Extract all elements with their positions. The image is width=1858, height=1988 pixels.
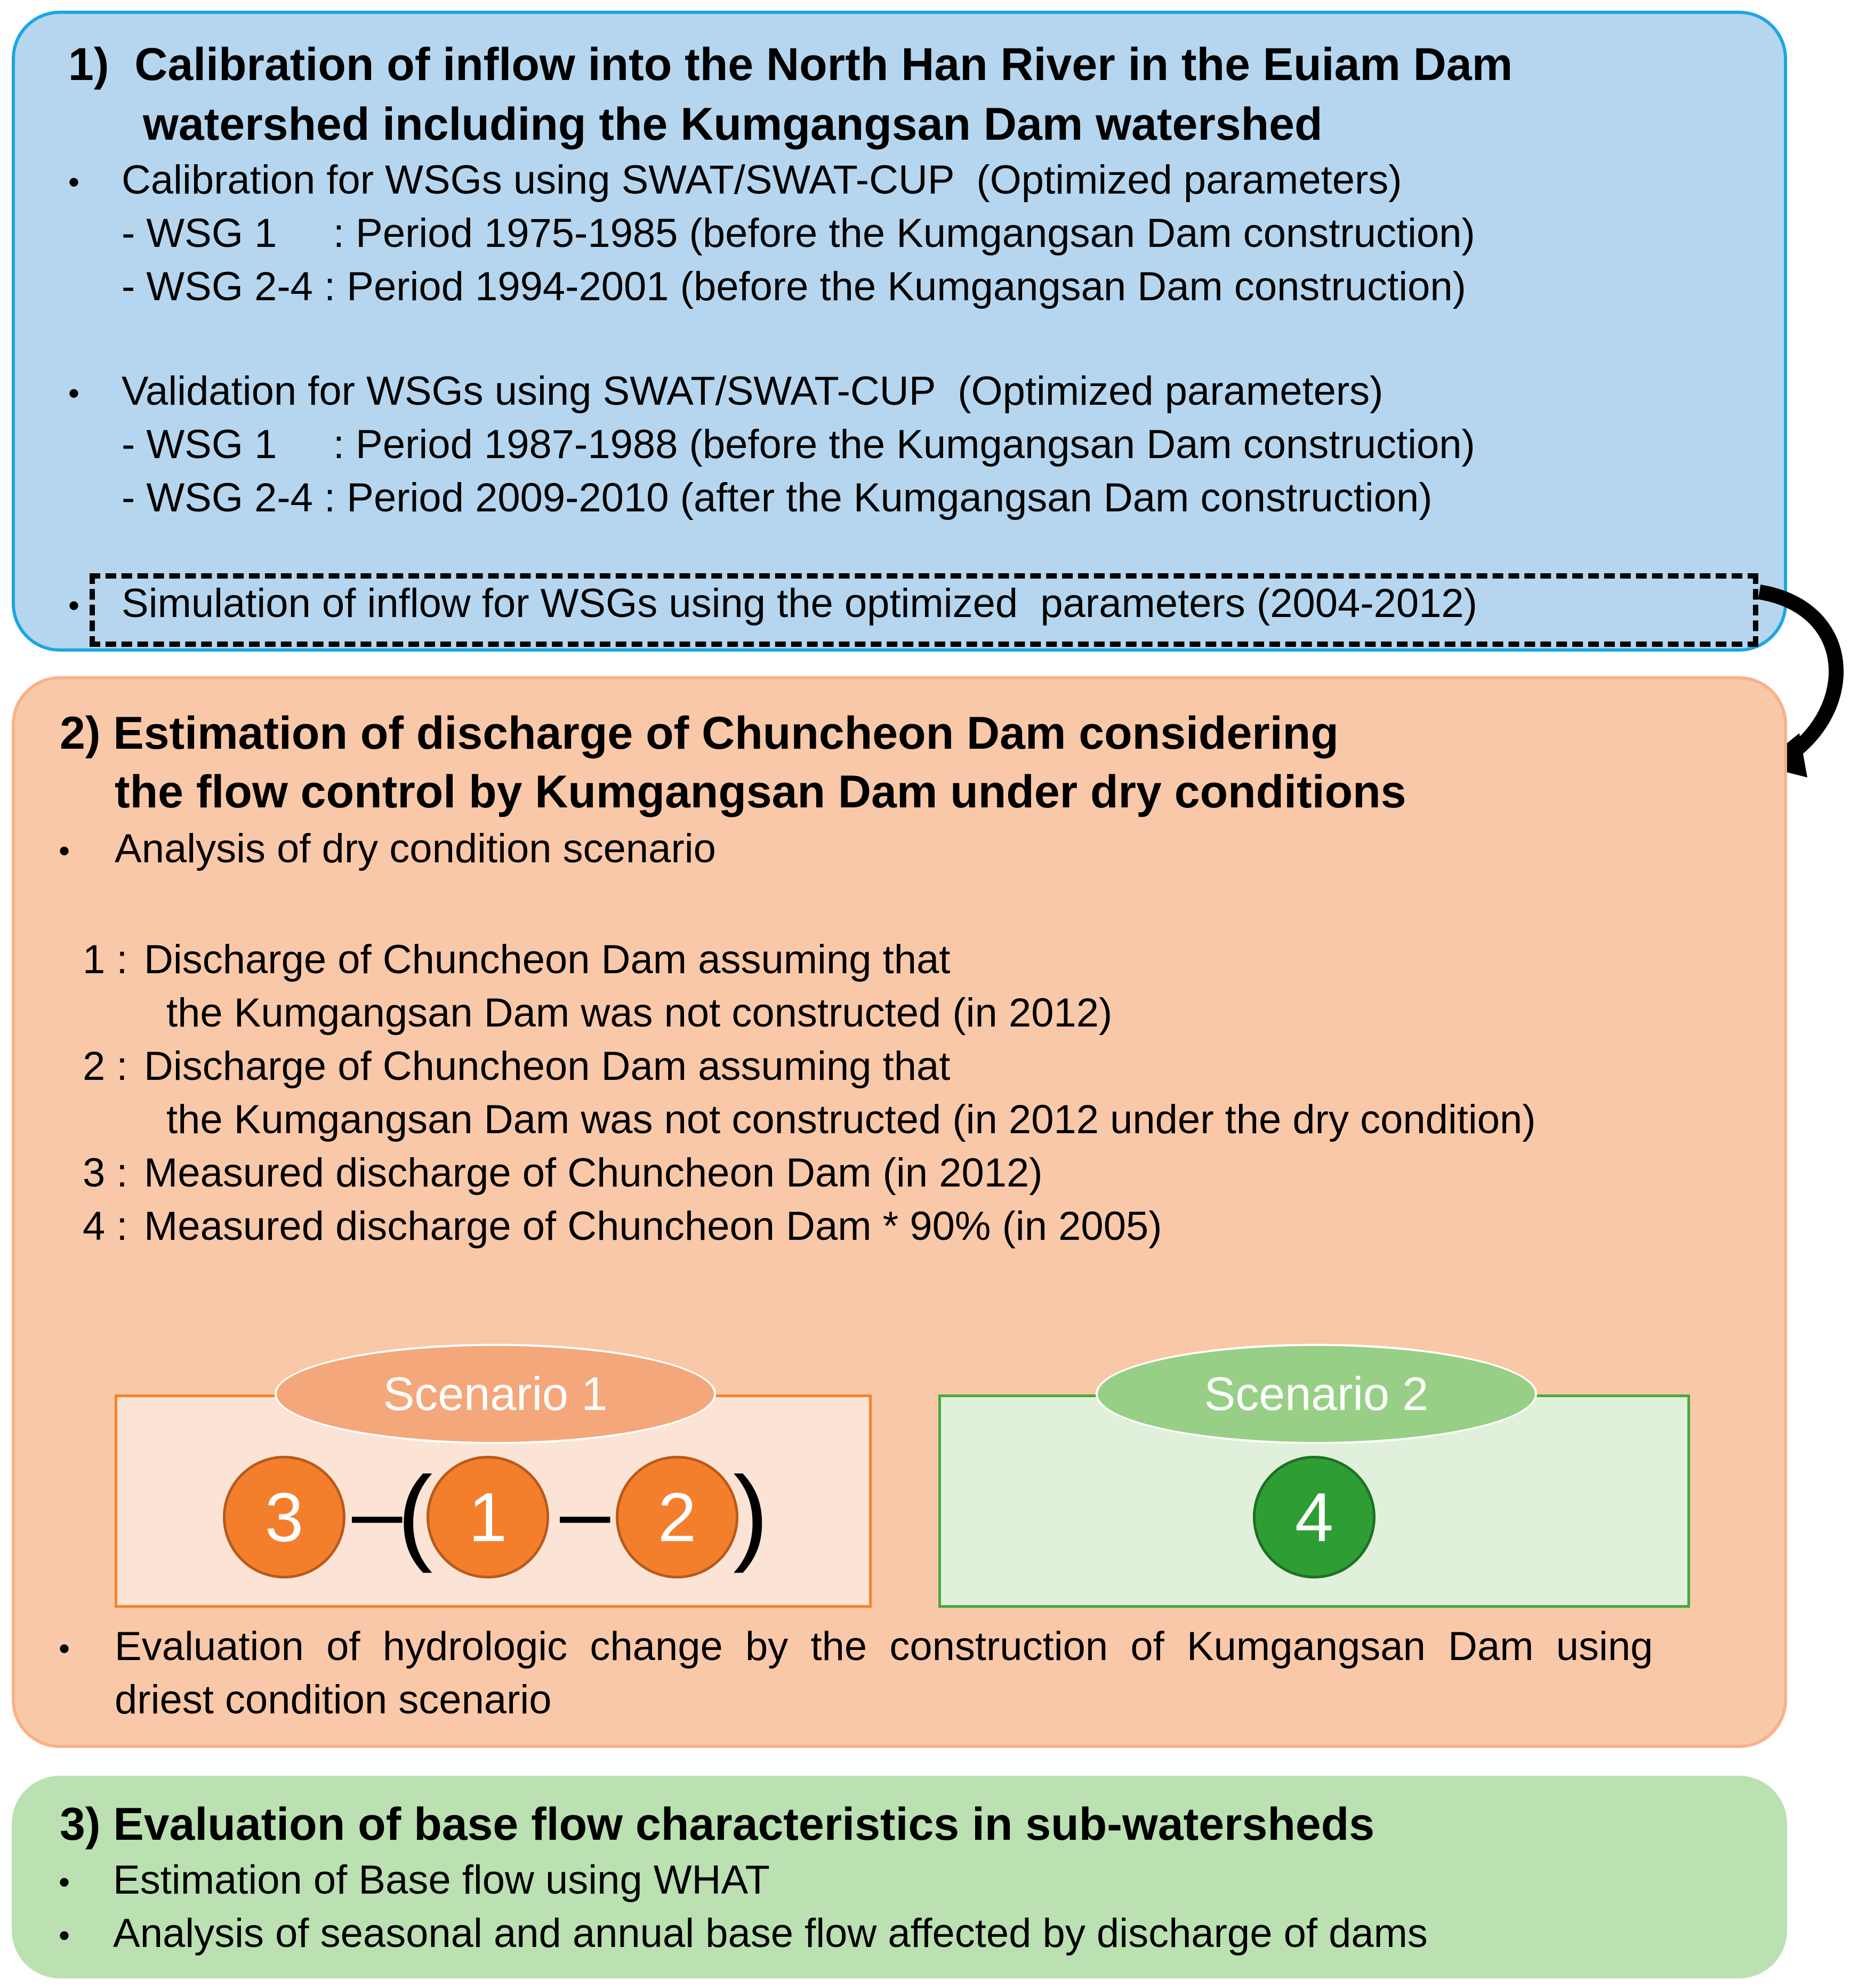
scenario2-label: Scenario 2 (1096, 1344, 1537, 1444)
step2-title-line1: 2) Estimation of discharge of Chuncheon … (60, 708, 1339, 759)
right-paren: ) (733, 1455, 769, 1574)
step1-title-line2: watershed including the Kumgangsan Dam w… (143, 99, 1323, 150)
minus-sign: – (352, 1461, 403, 1562)
item1-line1: Discharge of Chuncheon Dam assuming that (144, 937, 951, 982)
calibration-heading: Calibration for WSGs using SWAT/SWAT-CUP… (122, 157, 1402, 203)
circle-1: 1 (427, 1456, 549, 1578)
step1-title-line1: 1) Calibration of inflow into the North … (68, 39, 1513, 90)
circle-3: 3 (223, 1456, 345, 1578)
item1-line2: the Kumgangsan Dam was not constructed (… (166, 990, 1113, 1036)
simulation-dashed-box (90, 573, 1758, 647)
calibration-wsg1: - WSG 1 : Period 1975-1985 (before the K… (122, 211, 1475, 256)
validation-wsg1: - WSG 1 : Period 1987-1988 (before the K… (122, 422, 1475, 467)
step1-panel (12, 11, 1787, 652)
simulation-text: Simulation of inflow for WSGs using the … (122, 581, 1477, 626)
step3-line2: Analysis of seasonal and annual base flo… (113, 1911, 1428, 1956)
bullet-icon: • (59, 1918, 70, 1953)
bullet-icon: • (59, 1864, 70, 1900)
step3-title: 3) Evaluation of base flow characteristi… (60, 1799, 1375, 1850)
circle-2: 2 (616, 1456, 738, 1578)
bullet-icon: • (59, 833, 70, 869)
step2-title-line2: the flow control by Kumgangsan Dam under… (115, 766, 1406, 817)
item1-label: 1 : (83, 937, 128, 982)
evaluation-line1: Evaluation of hydrologic change by the c… (115, 1624, 1653, 1669)
item4-label: 4 : (83, 1204, 128, 1249)
minus-sign: – (560, 1461, 610, 1562)
bullet-icon: • (68, 375, 80, 411)
validation-heading: Validation for WSGs using SWAT/SWAT-CUP … (122, 368, 1384, 414)
bullet-icon: • (68, 164, 80, 200)
validation-wsg2-4: - WSG 2-4 : Period 2009-2010 (after the … (122, 475, 1433, 520)
bullet-icon: • (68, 588, 80, 623)
item4-line1: Measured discharge of Chuncheon Dam * 90… (144, 1204, 1162, 1249)
scenario1-label: Scenario 1 (275, 1344, 716, 1444)
step3-line1: Estimation of Base flow using WHAT (113, 1857, 770, 1903)
evaluation-line2: driest condition scenario (115, 1677, 552, 1722)
item3-label: 3 : (83, 1150, 128, 1196)
calibration-wsg2-4: - WSG 2-4 : Period 1994-2001 (before the… (122, 264, 1466, 309)
item2-line2: the Kumgangsan Dam was not constructed (… (166, 1097, 1536, 1142)
bullet-icon: • (59, 1631, 70, 1666)
analysis-heading: Analysis of dry condition scenario (115, 826, 716, 871)
circle-4: 4 (1253, 1456, 1376, 1578)
item2-label: 2 : (83, 1044, 128, 1089)
item2-line1: Discharge of Chuncheon Dam assuming that (144, 1044, 951, 1089)
item3-line1: Measured discharge of Chuncheon Dam (in … (144, 1150, 1043, 1196)
step3-panel (12, 1776, 1787, 1978)
